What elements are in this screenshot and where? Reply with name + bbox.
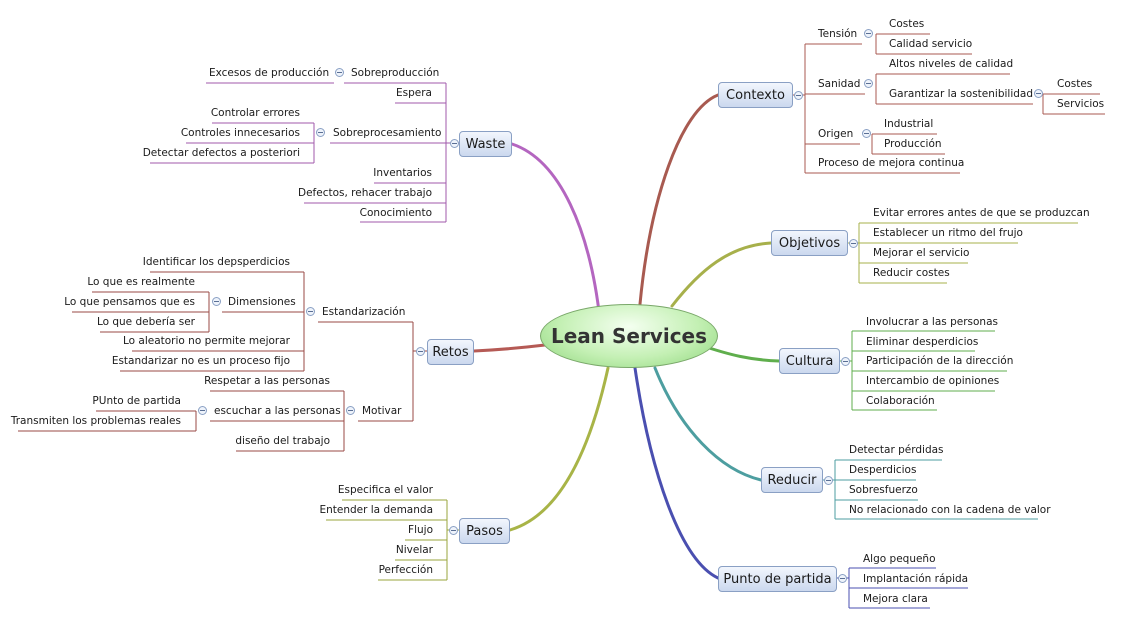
- label-detectar-perdidas[interactable]: Detectar pérdidas: [849, 444, 944, 456]
- collapse-waste-icon[interactable]: [450, 139, 459, 148]
- label-detectar-defectos[interactable]: Detectar defectos a posteriori: [142, 147, 300, 159]
- label-no-relacionado[interactable]: No relacionado con la cadena de valor: [849, 504, 1051, 516]
- branch-retos: [472, 343, 547, 353]
- label-aleatorio[interactable]: Lo aleatorio no permite mejorar: [122, 335, 290, 347]
- label-nivelar[interactable]: Nivelar: [395, 544, 433, 556]
- label-inventarios[interactable]: Inventarios: [373, 167, 432, 179]
- label-lo-que-es-realmente[interactable]: Lo que es realmente: [87, 276, 195, 288]
- collapse-objetivos-icon[interactable]: [849, 239, 858, 248]
- label-industrial[interactable]: Industrial: [884, 118, 934, 130]
- branch-reducir: [653, 366, 763, 482]
- label-sobreproduccion[interactable]: Sobreproducción: [351, 67, 440, 79]
- label-colaboracion[interactable]: Colaboración: [866, 395, 935, 407]
- label-estandarizar-fijo[interactable]: Estandarizar no es un proceso fijo: [111, 355, 290, 367]
- label-involucrar[interactable]: Involucrar a las personas: [866, 316, 998, 328]
- label-origen[interactable]: Origen: [818, 128, 854, 140]
- label-flujo[interactable]: Flujo: [408, 524, 433, 536]
- label-perfeccion[interactable]: Perfección: [378, 564, 433, 576]
- label-motivar[interactable]: Motivar: [362, 405, 402, 417]
- collapse-contexto-icon[interactable]: [794, 91, 803, 100]
- topic-retos[interactable]: Retos: [427, 339, 474, 365]
- collapse-garantizar-icon[interactable]: [1034, 89, 1043, 98]
- label-lo-que-pensamos[interactable]: Lo que pensamos que es: [64, 296, 195, 308]
- label-lo-que-deberia[interactable]: Lo que debería ser: [96, 316, 195, 328]
- branch-pasos: [508, 366, 610, 532]
- topic-waste[interactable]: Waste: [459, 131, 512, 157]
- label-transmiten[interactable]: Transmiten los problemas reales: [10, 415, 181, 427]
- label-servicios[interactable]: Servicios: [1057, 98, 1105, 110]
- topic-contexto[interactable]: Contexto: [718, 82, 793, 108]
- branch-contexto: [638, 93, 720, 306]
- topic-pasos[interactable]: Pasos: [459, 518, 510, 544]
- label-calidad-servicio[interactable]: Calidad servicio: [889, 38, 973, 50]
- label-sobreprocesamiento[interactable]: Sobreprocesamiento: [333, 127, 442, 139]
- collapse-pasos-icon[interactable]: [449, 526, 458, 535]
- label-excesos-produccion[interactable]: Excesos de producción: [209, 67, 330, 79]
- label-escuchar[interactable]: escuchar a las personas: [214, 405, 341, 417]
- collapse-reducir-icon[interactable]: [824, 476, 833, 485]
- label-respetar[interactable]: Respetar a las personas: [204, 375, 330, 387]
- label-costes-2[interactable]: Costes: [1057, 78, 1093, 90]
- label-controlar-errores[interactable]: Controlar errores: [210, 107, 300, 119]
- collapse-tension-icon[interactable]: [864, 29, 873, 38]
- label-tension[interactable]: Tensión: [818, 28, 858, 40]
- branch-punto: [633, 366, 720, 580]
- topic-objetivos[interactable]: Objetivos: [771, 230, 848, 256]
- collapse-retos-icon[interactable]: [416, 347, 425, 356]
- label-proceso-mejora[interactable]: Proceso de mejora continua: [818, 157, 965, 169]
- label-costes[interactable]: Costes: [889, 18, 925, 30]
- label-eliminar[interactable]: Eliminar desperdicios: [866, 336, 979, 348]
- topic-reducir[interactable]: Reducir: [761, 467, 823, 493]
- label-mejorar-servicio[interactable]: Mejorar el servicio: [873, 247, 970, 259]
- label-sanidad[interactable]: Sanidad: [818, 78, 861, 90]
- collapse-sobreprocesamiento-icon[interactable]: [316, 128, 325, 137]
- label-altos-niveles[interactable]: Altos niveles de calidad: [889, 58, 1014, 70]
- label-estandarizacion[interactable]: Estandarización: [322, 306, 406, 318]
- label-participacion[interactable]: Participación de la dirección: [866, 355, 1014, 367]
- label-reducir-costes[interactable]: Reducir costes: [873, 267, 950, 279]
- label-diseno-trabajo[interactable]: diseño del trabajo: [235, 435, 330, 447]
- collapse-punto-icon[interactable]: [838, 574, 847, 583]
- collapse-estandarizacion-icon[interactable]: [306, 307, 315, 316]
- label-conocimiento[interactable]: Conocimiento: [359, 207, 432, 219]
- label-dimensiones[interactable]: Dimensiones: [228, 296, 296, 308]
- label-garantizar[interactable]: Garantizar la sostenibilidad: [889, 88, 1033, 100]
- label-desperdicios[interactable]: Desperdicios: [849, 464, 917, 476]
- label-espera[interactable]: Espera: [396, 87, 432, 99]
- collapse-sobreproduccion-icon[interactable]: [335, 68, 344, 77]
- label-defectos-rehacer[interactable]: Defectos, rehacer trabajo: [298, 187, 432, 199]
- central-topic[interactable]: Lean Services: [540, 304, 718, 368]
- label-implantacion-rapida[interactable]: Implantación rápida: [863, 573, 969, 585]
- label-intercambio[interactable]: Intercambio de opiniones: [866, 375, 1000, 387]
- label-entender-demanda[interactable]: Entender la demanda: [319, 504, 433, 516]
- label-evitar-errores[interactable]: Evitar errores antes de que se produzcan: [873, 207, 1090, 219]
- label-sobresfuerzo[interactable]: Sobresfuerzo: [849, 484, 918, 496]
- branch-objetivos: [670, 241, 773, 308]
- label-establecer-ritmo[interactable]: Establecer un ritmo del frujo: [873, 227, 1023, 239]
- topic-punto-de-partida[interactable]: Punto de partida: [718, 566, 837, 592]
- collapse-escuchar-icon[interactable]: [198, 406, 207, 415]
- branch-waste: [510, 142, 602, 322]
- label-especifica-valor[interactable]: Especifica el valor: [337, 484, 433, 496]
- collapse-sanidad-icon[interactable]: [864, 79, 873, 88]
- collapse-cultura-icon[interactable]: [841, 357, 850, 366]
- collapse-dimensiones-icon[interactable]: [212, 297, 221, 306]
- collapse-motivar-icon[interactable]: [346, 406, 355, 415]
- collapse-origen-icon[interactable]: [862, 129, 871, 138]
- topic-cultura[interactable]: Cultura: [779, 348, 840, 374]
- label-controles-innecesarios[interactable]: Controles innecesarios: [180, 127, 300, 139]
- label-mejora-clara[interactable]: Mejora clara: [863, 593, 928, 605]
- label-produccion[interactable]: Producción: [884, 138, 942, 150]
- label-identificar[interactable]: Identificar los depsperdicios: [142, 256, 290, 268]
- label-punto-de-partida-retos[interactable]: PUnto de partida: [92, 395, 181, 407]
- label-algo-pequeno[interactable]: Algo pequeño: [863, 553, 936, 565]
